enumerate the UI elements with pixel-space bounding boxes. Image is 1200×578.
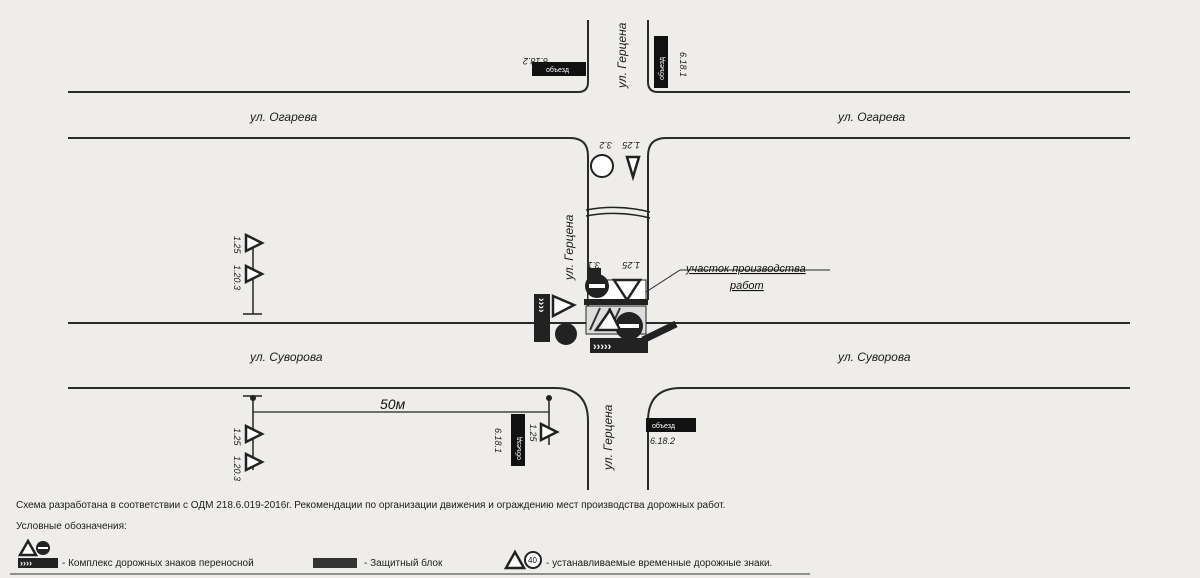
road-edge [647, 20, 1130, 93]
diagram-label: ›››› [20, 558, 32, 568]
legend-temp-sign-icon [503, 549, 527, 570]
sign-pole-left-bottom: 1.25 1.20.3 [232, 395, 265, 481]
diagram-label: 6.18.2 [523, 56, 548, 66]
street-label: ул. Огарева [249, 110, 317, 124]
road-edge [68, 137, 589, 323]
legend-item-temp-signs: - устанавливаемые временные дорожные зна… [546, 558, 773, 569]
street-label: ул. Герцена [562, 214, 576, 281]
roadwork-sign-icon [539, 421, 560, 443]
roads [68, 20, 1130, 490]
legend-item-portable-signs: - Комплекс дорожных знаков переносной [62, 558, 254, 569]
roadwork-sign-icon [244, 232, 265, 254]
scheme-note: Схема разработана в соответствии с ОДМ 2… [16, 500, 726, 511]
diagram-label: 6.18.1 [678, 52, 688, 77]
detour-sign-6-18-2-top: объезд 6.18.2 [523, 56, 586, 76]
narrowing-sign-icon [244, 451, 265, 473]
diagram-label: 40 [528, 556, 537, 565]
roadwork-sign-icon [551, 294, 577, 319]
roadwork-sign-icon [625, 155, 641, 182]
road-edge [647, 387, 1130, 490]
legend-protective-block-icon [313, 558, 357, 568]
diagram-label: работ [729, 280, 764, 292]
detour-sign-6-18-1-bottom: объезд 6.18.1 [493, 414, 525, 466]
legend-item-protective-block: - Защитный блок [364, 558, 443, 569]
street-label: ул. Суворова [249, 350, 323, 364]
sign-3-2-icon [590, 154, 614, 178]
diagram-label: ››››› [593, 341, 612, 353]
diagram-label: объезд [515, 437, 523, 460]
sign-pole-right-bottom: 1.25 [528, 396, 560, 445]
detour-sign-6-18-2-bottom: объезд 6.18.2 [646, 418, 696, 446]
detour-sign-6-18-1-top: объезд 6.18.1 [654, 36, 688, 88]
diagram-label: участок производства [685, 263, 806, 275]
legend-roadwork-icon [17, 538, 39, 557]
road-break [585, 206, 651, 219]
diagram-label: 1.25 [621, 260, 640, 270]
protective-block [584, 299, 648, 305]
diagram-label: ›››› [535, 298, 547, 313]
protective-block [641, 320, 678, 344]
legend-title: Условные обозначения: [16, 521, 127, 532]
diagram-label: 3.2 [599, 140, 612, 150]
legend-speed-sign-icon [524, 551, 542, 569]
diagram-label: объезд [652, 422, 675, 430]
street-label: ул. Герцена [601, 404, 615, 471]
diagram-label: 6.18.2 [650, 436, 675, 446]
diagram-label: объезд [658, 57, 666, 80]
diagram-label: 50м [380, 396, 406, 412]
diagram-label: 1.25 [232, 428, 242, 447]
narrowing-sign-icon [244, 263, 265, 285]
road-edge [647, 137, 1130, 300]
distance-dimension: 50м [250, 395, 552, 413]
sign-pole-left-top: 1.25 1.20.3 [232, 232, 265, 315]
diagram-label: 1.25 [621, 140, 640, 150]
street-label: ул. Герцена [615, 22, 629, 89]
roadwork-sign-icon [593, 307, 623, 332]
roadwork-sign-icon [611, 278, 643, 303]
legend-icons: ›››› 40 [10, 538, 810, 575]
street-label: ул. Суворова [837, 350, 911, 364]
diagram-label: 1.20.3 [232, 265, 242, 290]
legend-chevron-icon [18, 558, 58, 568]
work-zone: 3.1 1.25 ››››› ›››› участок производства… [534, 260, 830, 353]
road-edge [68, 387, 589, 490]
street-label: ул. Огарева [837, 110, 905, 124]
diagram-label: 1.20.3 [232, 456, 242, 481]
diagram-label: 6.18.1 [493, 428, 503, 453]
diagram-label: объезд [546, 66, 569, 74]
diagram-label: 3.1 [587, 260, 600, 270]
road-edge [68, 20, 589, 93]
diagram-label: 1.25 [232, 236, 242, 255]
diagram-label: 1.25 [528, 424, 538, 443]
roadwork-sign-icon [244, 423, 265, 445]
